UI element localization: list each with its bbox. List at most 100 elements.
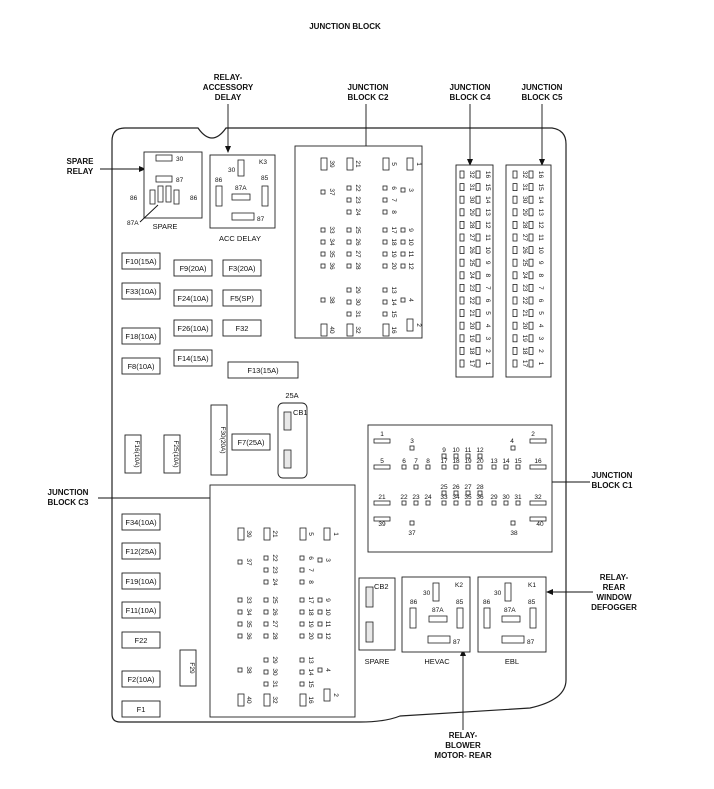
c3-cavity <box>299 669 305 675</box>
c1-pin: 40 <box>536 521 544 528</box>
c4-pin: 29 <box>468 209 475 217</box>
c3-cavity <box>299 527 307 541</box>
c1-cavity <box>503 500 509 506</box>
c3-pin: 15 <box>307 680 314 688</box>
c3-cavity <box>299 657 305 663</box>
c2-cavity <box>382 299 388 305</box>
svg-text:F2(10A): F2(10A) <box>127 675 155 684</box>
svg-text:F9(20A): F9(20A) <box>179 264 207 273</box>
c4-pin: 8 <box>484 273 491 277</box>
c3-pin: 6 <box>307 556 314 560</box>
fuse-f34: F34(10A) <box>121 513 161 531</box>
c3-cavity <box>323 688 331 702</box>
c2-cavity <box>320 239 326 245</box>
c2-cavity <box>346 185 352 191</box>
c1-pin: 8 <box>426 458 430 465</box>
c2-cavity <box>346 251 352 257</box>
c4-pin: 24 <box>468 272 475 280</box>
c1-pin: 34 <box>452 494 460 501</box>
c2-pin: 19 <box>390 250 397 258</box>
c3-cavity <box>299 579 305 585</box>
c1-cavity <box>373 438 391 444</box>
c2-pin: 35 <box>328 250 335 258</box>
svg-text:F34(10A): F34(10A) <box>125 518 157 527</box>
c5-pin: 8 <box>537 273 544 277</box>
c1-pin: 28 <box>476 484 484 491</box>
fuse-f25: F25(10A) <box>163 434 181 474</box>
c3-pin: 36 <box>245 632 252 640</box>
c4-cavity <box>459 309 465 318</box>
c2-pin: 10 <box>407 238 414 246</box>
c2-cavity <box>320 263 326 269</box>
c2-cavity <box>382 287 388 293</box>
c5-cavity <box>512 334 518 343</box>
c2-pin: 5 <box>390 162 397 166</box>
c4-cavity <box>475 271 481 280</box>
c3-cavity <box>317 621 323 627</box>
relay-hevac: 30 K2 86 87A 85 87 HEVAC <box>401 576 471 666</box>
c2-cavity <box>400 239 406 245</box>
svg-text:85: 85 <box>456 599 464 606</box>
c3-pin: 30 <box>271 668 278 676</box>
c1-pin: 21 <box>378 494 386 501</box>
c4-cavity <box>459 283 465 292</box>
fuse-f12: F12(25A) <box>121 542 161 560</box>
c5-pin: 18 <box>521 347 528 355</box>
c3-cavity <box>317 633 323 639</box>
c4-pin: 26 <box>468 246 475 254</box>
c2-cavity <box>320 297 326 303</box>
c3-pin: 19 <box>307 620 314 628</box>
c1-cavity <box>477 500 483 506</box>
c1-pin: 5 <box>380 458 384 465</box>
c5-cavity <box>512 233 518 242</box>
c5-pin: 26 <box>521 246 528 254</box>
c5-cavity <box>512 309 518 318</box>
c1-pin: 32 <box>534 494 542 501</box>
c5-pin: 9 <box>537 261 544 265</box>
fuse-f24: F24(10A) <box>173 289 213 307</box>
fuse-f3: F3(20A) <box>222 259 262 277</box>
svg-text:87A: 87A <box>127 220 139 227</box>
c3-pin: 32 <box>271 696 278 704</box>
c1-pin: 18 <box>452 458 460 465</box>
c1-cavity <box>477 453 483 459</box>
c1-cavity <box>465 464 471 470</box>
c3-cavity <box>317 609 323 615</box>
c5-cavity <box>528 359 534 368</box>
c3-cavity <box>263 633 269 639</box>
c4-cavity <box>475 170 481 179</box>
svg-text:F25(10A): F25(10A) <box>172 440 179 467</box>
c2-pin: 17 <box>390 226 397 234</box>
c3-cavity <box>263 527 271 541</box>
c1-cavity <box>465 500 471 506</box>
c2-cavity <box>382 251 388 257</box>
c2-pin: 13 <box>390 286 397 294</box>
c5-pin: 27 <box>521 234 528 242</box>
c2-pin: 33 <box>328 226 335 234</box>
c4-pin: 27 <box>468 234 475 242</box>
c2-pin: 16 <box>390 326 397 334</box>
c5-cavity <box>528 170 534 179</box>
c3-cavity <box>323 527 331 541</box>
svg-text:85: 85 <box>261 175 269 182</box>
c2-pin: 40 <box>328 326 335 334</box>
svg-text:F7(25A): F7(25A) <box>237 438 265 447</box>
svg-text:F18(10A): F18(10A) <box>125 332 157 341</box>
c3-cavity <box>237 621 243 627</box>
c3-pin: 23 <box>271 566 278 574</box>
c2-cavity <box>346 287 352 293</box>
c1-pin: 9 <box>442 447 446 454</box>
c4-cavity <box>475 208 481 217</box>
c2-pin: 30 <box>354 298 361 306</box>
c5-pin: 6 <box>537 299 544 303</box>
c3-cavity <box>237 597 243 603</box>
fuse-f10: F10(15A) <box>121 252 161 270</box>
c5-pin: 17 <box>521 360 528 368</box>
c2-pin: 24 <box>354 208 361 216</box>
c5-pin: 15 <box>537 183 544 191</box>
c4-cavity <box>459 220 465 229</box>
c2-cavity <box>406 157 414 171</box>
svg-text:30: 30 <box>176 156 184 163</box>
c1-cavity <box>409 445 415 451</box>
